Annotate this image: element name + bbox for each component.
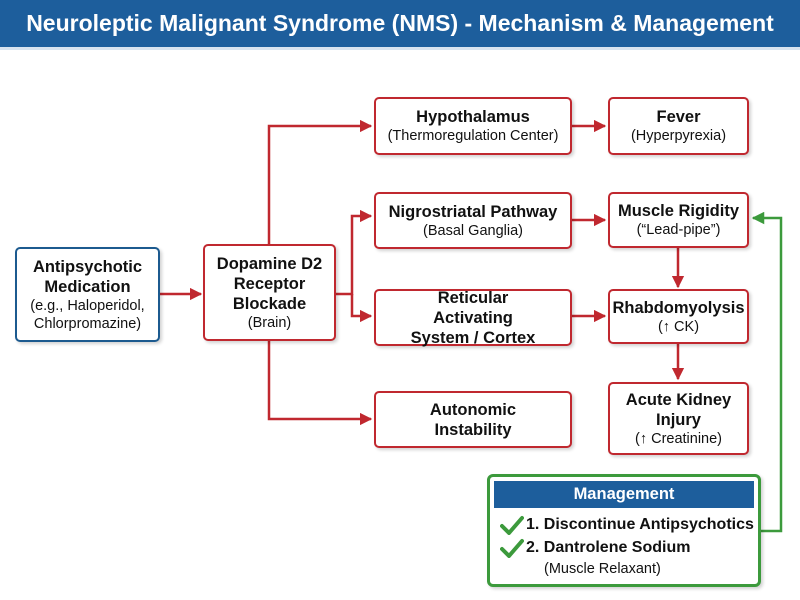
- medication-title: Antipsychotic Medication: [32, 257, 143, 296]
- checkmark-icon: [500, 539, 524, 558]
- checkmark-icon: [500, 516, 524, 535]
- hypothalamus-sub: (Thermoregulation Center): [387, 128, 559, 144]
- management-step-1: 1. Discontinue Antipsychotics: [526, 516, 754, 533]
- rhabdomyolysis-sub: (↑ CK): [657, 318, 700, 335]
- arrow-management-to-rigidity: [751, 211, 783, 533]
- rhabdomyolysis-box: Rhabdomyolysis (↑ CK): [608, 289, 749, 344]
- fever-title: Fever: [656, 108, 701, 126]
- arrow-branch-to-reticular: [350, 294, 373, 323]
- autonomic-title: Autonomic Instability: [429, 400, 517, 439]
- nigrostriatal-box: Nigrostriatal Pathway (Basal Ganglia): [374, 192, 572, 249]
- d2-blockade-site: (Brain): [247, 314, 292, 331]
- arrow-blockade-to-branch: [336, 209, 373, 296]
- hypothalamus-title: Hypothalamus: [416, 108, 530, 126]
- hypothalamus-box: Hypothalamus (Thermoregulation Center): [374, 97, 572, 155]
- title-divider: [0, 47, 800, 50]
- management-note: (Muscle Relaxant): [544, 561, 661, 577]
- page-title: Neuroleptic Malignant Syndrome (NMS) - M…: [0, 0, 800, 47]
- rhabdomyolysis-title: Rhabdomyolysis: [612, 298, 745, 317]
- medication-examples: (e.g., Haloperidol, Chlorpromazine): [30, 297, 145, 332]
- nigrostriatal-title: Nigrostriatal Pathway: [388, 202, 558, 221]
- fever-box: Fever (Hyperpyrexia): [608, 97, 749, 155]
- aki-box: Acute Kidney Injury (↑ Creatinine): [608, 382, 749, 455]
- management-step-2: 2. Dantrolene Sodium: [526, 539, 691, 556]
- muscle-rigidity-title: Muscle Rigidity: [617, 202, 740, 220]
- nigrostriatal-sub: (Basal Ganglia): [423, 222, 523, 239]
- management-item: 2. Dantrolene Sodium: [500, 538, 690, 558]
- d2-blockade-title: Dopamine D2 Receptor Blockade: [216, 254, 323, 313]
- aki-title: Acute Kidney Injury: [625, 390, 732, 429]
- management-box: Management 1. Discontinue Antipsychotics…: [487, 474, 761, 587]
- aki-sub: (↑ Creatinine): [634, 430, 723, 447]
- management-item: 1. Discontinue Antipsychotics: [500, 515, 754, 535]
- muscle-rigidity-box: Muscle Rigidity (“Lead-pipe”): [608, 192, 749, 248]
- d2-blockade-box: Dopamine D2 Receptor Blockade (Brain): [203, 244, 336, 341]
- reticular-box: Reticular Activating System / Cortex: [374, 288, 572, 347]
- arrow-blockade-to-autonomic: [267, 341, 373, 426]
- management-title: Management: [494, 481, 754, 508]
- autonomic-box: Autonomic Instability: [374, 391, 572, 448]
- reticular-title: Reticular Activating System / Cortex: [410, 288, 536, 347]
- medication-box: Antipsychotic Medication (e.g., Haloperi…: [15, 247, 160, 342]
- fever-sub: (Hyperpyrexia): [630, 128, 727, 144]
- arrow-blockade-to-hypothalamus: [267, 119, 373, 244]
- muscle-rigidity-sub: (“Lead-pipe”): [636, 222, 721, 238]
